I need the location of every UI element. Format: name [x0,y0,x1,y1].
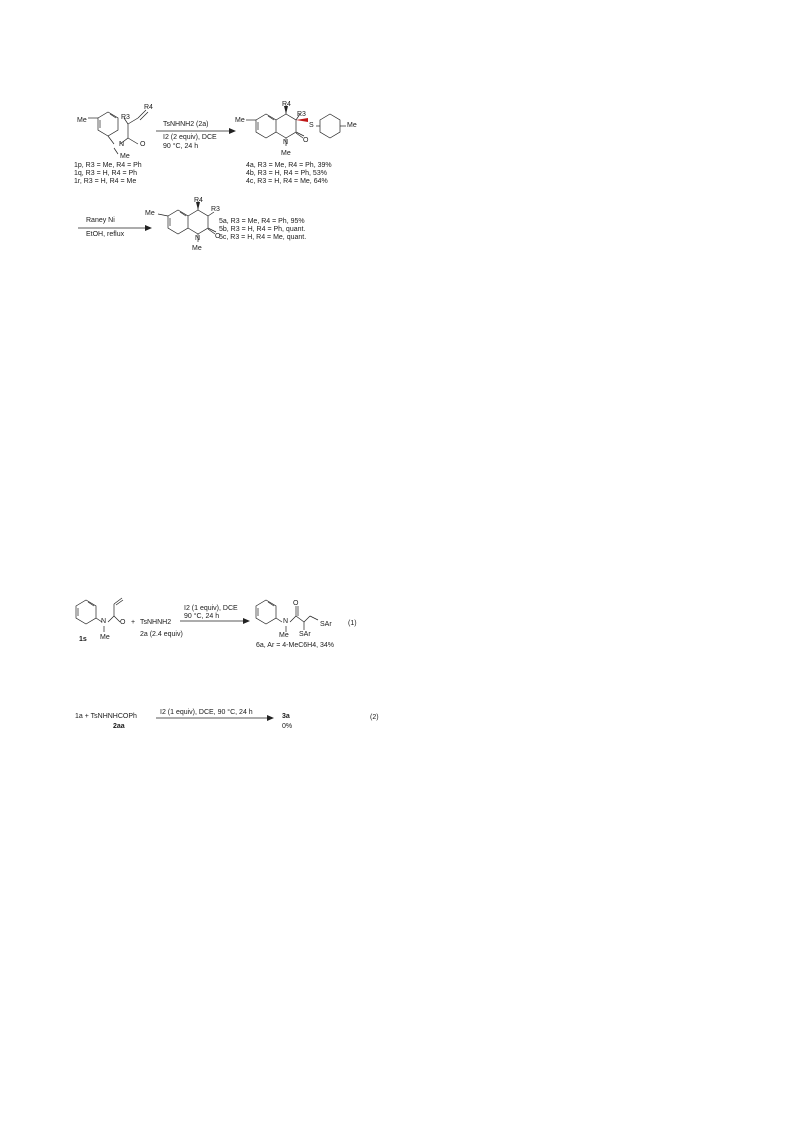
conditions1-line3: 90 °C, 24 h [163,143,199,150]
prod5-item-5b: 5b, R3 = H, R4 = Ph, quant. [219,226,306,233]
prod4-item-4c: 4c, R3 = H, R4 = Me, 64% [246,178,328,185]
sm-item-1r: 1r, R3 = H, R4 = Me [74,178,137,185]
eq1-sm-compound-label: 1s [79,636,87,643]
prod5-item-5c: 5c, R3 = H, R4 = Me, quant. [219,234,307,241]
prod5-r4-label: R4 [194,197,203,204]
prod4-r4-label: R4 [282,101,291,108]
prod5-r3-label: R3 [211,206,220,213]
sm-me-label: Me [77,117,87,124]
eq1-prod-phenyl-ring [255,599,277,625]
conditions2-line2: EtOH, reflux [86,231,125,238]
eq2-yield: 0% [282,723,293,730]
equation-2-arrow-svg [156,715,274,721]
prod5-benzene-ring [167,209,189,235]
eq1-conditions-line2: 90 °C, 24 h [184,613,220,620]
eq2-lhs: 1a + TsNHNHCOPh [75,713,137,720]
prod4-o-label: O [303,137,309,144]
scheme-1-structures [78,106,346,242]
prod4-tolyl-me-label: Me [347,122,357,129]
eq1-conditions-line1: I2 (1 equiv), DCE [184,605,238,612]
eq1-prod-compound-label: 6a, Ar = 4-MeC6H4, 34% [256,642,335,649]
prod4-n-label: N [283,139,289,146]
conditions1-line2: I2 (2 equiv), DCE [163,134,217,141]
eq1-prod-me-label: Me [279,632,289,639]
eq1-sm-o-label: O [120,619,126,626]
eq2-lhs-compound-label: 2aa [113,723,125,730]
prod4-item-4b: 4b, R3 = H, R4 = Ph, 53% [246,170,327,177]
conditions1-line1: TsNHNH2 (2a) [163,121,209,128]
eq1-prod-sar2-label: SAr [299,631,311,638]
eq1-prod-n-label: N [283,618,289,625]
prod5-item-5a: 5a, R3 = Me, R4 = Ph, 95% [219,218,305,225]
sm-item-1p: 1p, R3 = Me, R4 = Ph [74,162,142,169]
prod4-me-label: Me [235,117,245,124]
prod4-tolyl-ring [319,113,341,139]
sm-r3-label: R3 [121,114,130,121]
sm-r4-label: R4 [144,104,153,111]
eq1-number: (1) [348,620,357,627]
eq2-conditions: I2 (1 equiv), DCE, 90 °C, 24 h [160,709,253,716]
eq1-plus-sign: + [131,619,136,626]
prod4-r3-label: R3 [297,111,306,118]
prod4-nme-label: Me [281,150,291,157]
sm-item-1q: 1q, R3 = H, R4 = Ph [74,170,138,177]
eq1-sm-phenyl-ring [75,599,97,625]
eq1-sm-n-label: N [101,618,107,625]
eq1-reagent: TsNHNH2 [140,619,172,626]
eq1-prod-sar1-label: SAr [320,621,332,628]
prod5-me-label: Me [145,210,155,217]
prod5-n-label: N [195,235,201,242]
sm-n-label: N [119,141,125,148]
conditions2-line1: Raney Ni [86,217,115,224]
prod5-o-label: O [215,233,221,240]
sm-o-label: O [140,141,146,148]
prod4-item-4a: 4a, R3 = Me, R4 = Ph, 39% [246,162,332,169]
eq1-sm-me-label: Me [100,634,110,641]
eq2-number: (2) [370,714,379,721]
sm-benzene-ring [97,111,119,137]
prod4-benzene-ring [255,113,277,139]
prod4-s-label: S [309,122,314,129]
eq1-reagent-equiv: 2a (2.4 equiv) [140,631,183,638]
equation-1-structures [75,597,319,632]
sm-nme-label: Me [120,153,130,160]
eq2-product-label: 3a [282,713,290,720]
eq1-prod-o-label: O [293,600,299,607]
prod5-nme-label: Me [192,245,202,252]
